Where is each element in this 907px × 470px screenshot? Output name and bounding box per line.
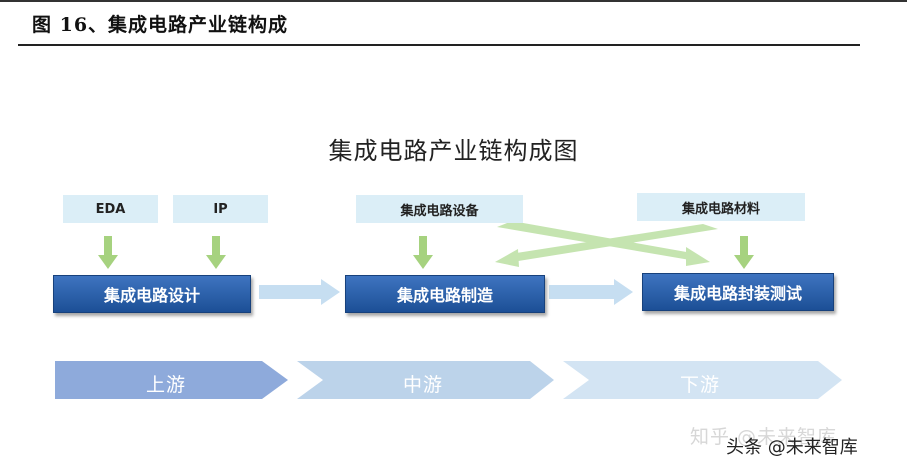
diagram-title: 集成电路产业链构成图 (328, 137, 579, 165)
watermark-zhihu: 知乎 @未来智库 (690, 426, 838, 448)
watermark-toutiao: 头条 @未来智库 (726, 437, 858, 458)
flow-arrow-manufacturing-to-packaging (549, 279, 633, 305)
caption-rule (18, 44, 860, 46)
stage-design: 集成电路设计 (53, 275, 251, 313)
band-label-downstream: 下游 (680, 374, 721, 396)
cross-arrow-equipment-to-packaging (497, 221, 710, 266)
band-label-midstream: 中游 (403, 374, 444, 396)
input-eda: EDA (63, 195, 158, 223)
cross-arrow-materials-to-manufacturing (495, 224, 718, 267)
stage-packaging-testing: 集成电路封装测试 (642, 273, 834, 311)
band-midstream (297, 361, 554, 399)
down-arrow-materials (734, 236, 754, 269)
figure-caption: 图 16、集成电路产业链构成 (32, 14, 289, 36)
band-label-upstream: 上游 (146, 374, 187, 396)
down-arrow-eda (98, 236, 118, 269)
input-equipment: 集成电路设备 (356, 195, 523, 223)
top-border (0, 0, 907, 2)
input-materials: 集成电路材料 (637, 193, 805, 221)
stage-manufacturing: 集成电路制造 (345, 275, 545, 313)
flow-arrow-design-to-manufacturing (259, 279, 340, 305)
down-arrow-ip (206, 236, 226, 269)
input-ip: IP (173, 195, 268, 223)
down-arrow-equipment (413, 236, 433, 269)
band-upstream (55, 361, 288, 399)
band-downstream (563, 361, 842, 399)
